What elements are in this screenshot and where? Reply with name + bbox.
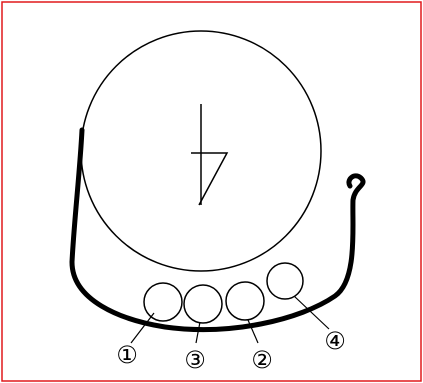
label-1: ① (116, 341, 138, 369)
arrow-symbol (191, 104, 229, 206)
leader-line-4 (293, 295, 330, 330)
roller-4 (266, 262, 304, 300)
roller-2 (225, 281, 265, 321)
leader-lines (130, 295, 330, 344)
curved-rail (69, 127, 366, 333)
leader-line-1 (130, 312, 155, 344)
roller-1 (143, 282, 183, 322)
label-2: ② (251, 346, 273, 374)
roller-3 (183, 284, 223, 324)
leader-line-3 (195, 321, 201, 344)
symbol-bar-and-triangle (191, 152, 229, 206)
label-4: ④ (324, 327, 346, 355)
leader-line-2 (247, 319, 259, 344)
label-3: ③ (184, 346, 206, 374)
